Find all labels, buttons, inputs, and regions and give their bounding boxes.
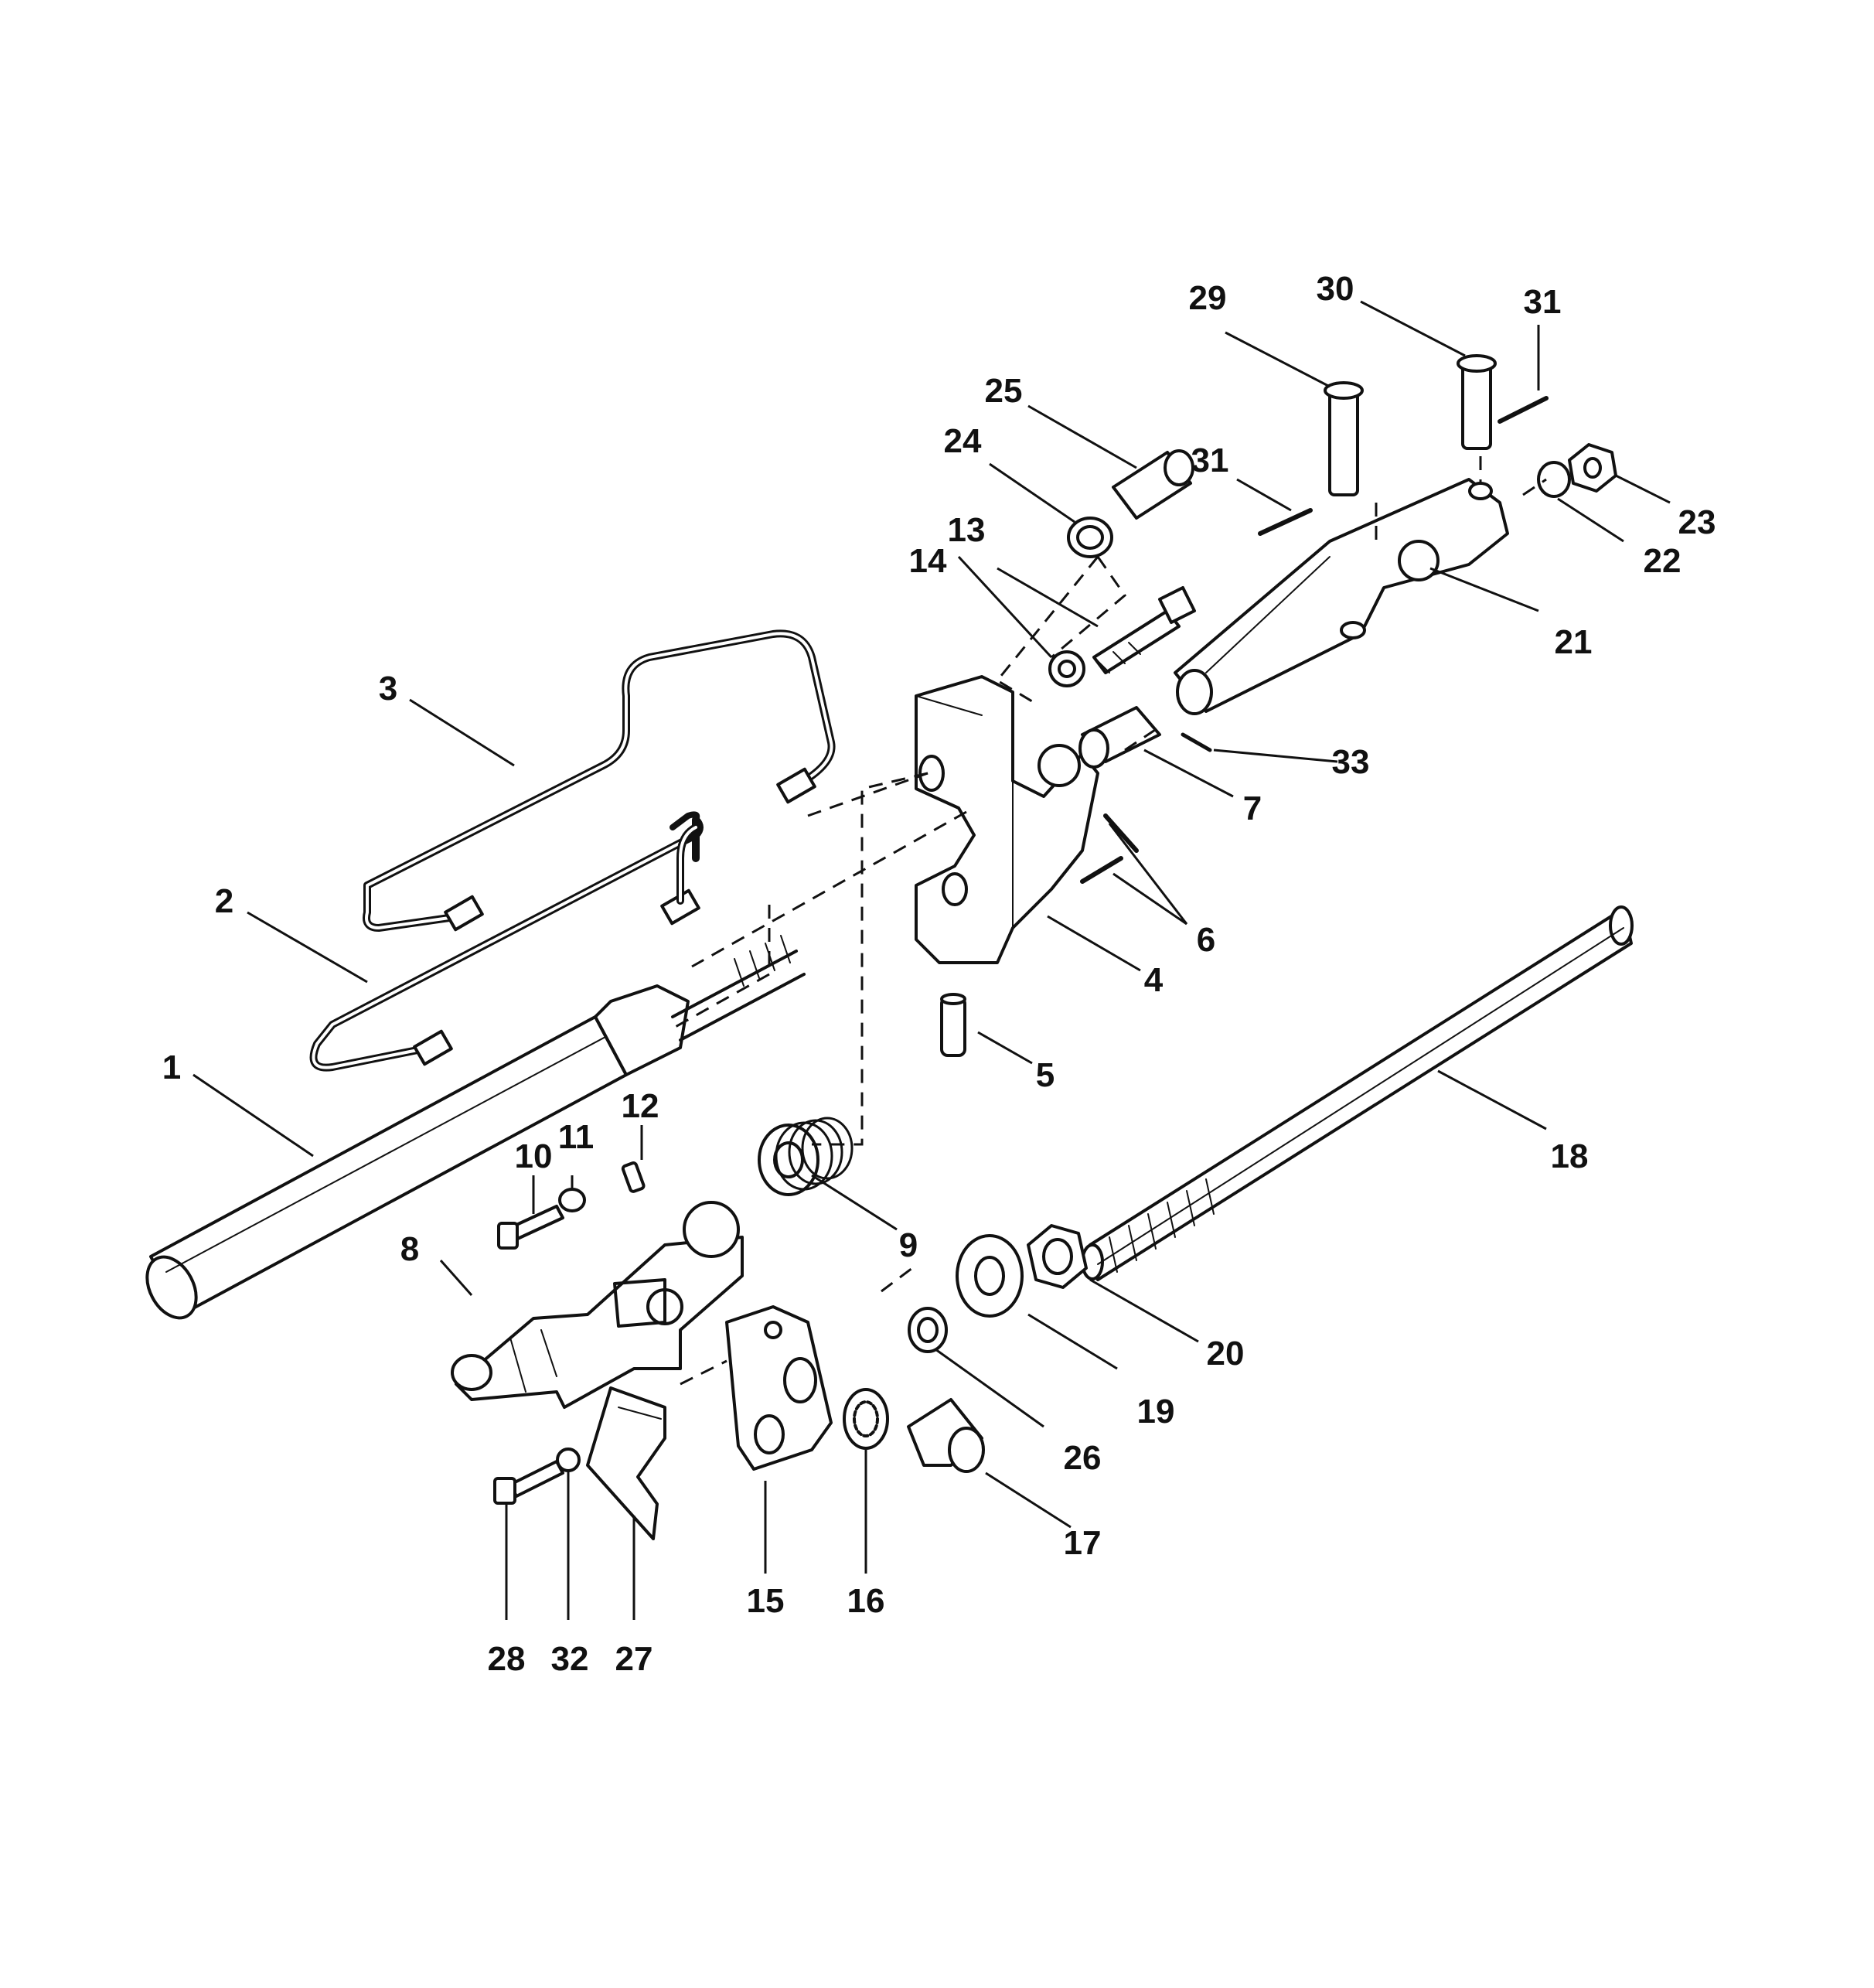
callout-11: 11 (558, 1118, 595, 1156)
cotter-pins-part (1080, 813, 1139, 884)
bracket-pin-part (940, 993, 966, 1057)
callout-24: 24 (944, 422, 982, 460)
callout-22: 22 (1644, 542, 1681, 580)
cylinder-tube-part (145, 935, 806, 1320)
washer-11-part (558, 1188, 586, 1212)
callout-20: 20 (1207, 1335, 1245, 1373)
bolt-28-part (493, 1460, 564, 1505)
bushing-24-part (1067, 517, 1113, 558)
callout-2: 2 (215, 882, 233, 920)
bolt-13-part (1092, 586, 1196, 674)
threaded-ring-part (758, 1117, 854, 1196)
callout-14: 14 (909, 542, 947, 580)
callout-28: 28 (488, 1640, 526, 1678)
steering-arm-part (1174, 478, 1509, 715)
leader-lines (193, 300, 1671, 1620)
callout-15: 15 (747, 1582, 785, 1620)
bolt-10-part (497, 1205, 564, 1250)
nut-20-part (1027, 1224, 1088, 1289)
plug-part (907, 1398, 985, 1473)
callout-32: 32 (551, 1640, 589, 1678)
pin-29-part (1324, 381, 1364, 496)
callout-5: 5 (1036, 1056, 1055, 1094)
callout-19: 19 (1137, 1393, 1175, 1430)
gasket-part (956, 1234, 1024, 1318)
callout-12: 12 (622, 1087, 659, 1125)
lower-hydraulic-line-part (309, 811, 704, 1072)
callout-1: 1 (162, 1049, 181, 1086)
callout-33: 33 (1332, 743, 1370, 781)
anchor-bracket-part (915, 675, 1099, 964)
callout-30: 30 (1317, 270, 1354, 308)
callout-3: 3 (379, 670, 397, 708)
control-valve-part (451, 1201, 744, 1409)
washer-22-part (1537, 461, 1571, 498)
callout-16: 16 (847, 1582, 885, 1620)
cotter-pin-31-part (1258, 396, 1549, 536)
pin-25-part (1112, 449, 1194, 520)
callout-7: 7 (1243, 789, 1262, 827)
assembly-dashed-lines (672, 456, 1547, 1386)
callout-17: 17 (1064, 1524, 1102, 1562)
callout-18: 18 (1551, 1137, 1589, 1175)
callout-27: 27 (615, 1640, 653, 1678)
callout-labels: 1 2 3 4 5 6 7 8 9 10 11 12 13 14 15 16 1… (162, 270, 1716, 1678)
callout-9: 9 (899, 1226, 918, 1264)
sleeve-bushing-part (1078, 706, 1161, 769)
callout-25: 25 (985, 372, 1023, 410)
lock-washer-part (843, 1388, 889, 1450)
spacer-ring-part (908, 1307, 948, 1353)
callout-31-left: 31 (1191, 442, 1229, 479)
upper-hydraulic-line-part (363, 629, 836, 932)
callout-8: 8 (400, 1230, 419, 1268)
callout-13: 13 (948, 511, 986, 549)
nut-23-part (1568, 443, 1617, 493)
callout-10: 10 (515, 1137, 553, 1175)
callout-23: 23 (1678, 503, 1716, 541)
callout-6: 6 (1197, 921, 1215, 959)
callout-26: 26 (1064, 1439, 1102, 1477)
pin-30-part (1457, 354, 1497, 450)
tie-bar-part (1081, 905, 1634, 1281)
washer-14-part (1048, 650, 1085, 687)
callout-31-right: 31 (1524, 283, 1562, 321)
valve-block-part (725, 1305, 833, 1471)
clip-part (586, 1386, 666, 1540)
washer-32-part (556, 1448, 581, 1472)
callout-4: 4 (1144, 961, 1164, 999)
pin-33-part (1181, 732, 1212, 752)
grease-fitting-part (621, 1161, 646, 1193)
callout-29: 29 (1189, 279, 1227, 317)
callout-21: 21 (1555, 623, 1593, 661)
